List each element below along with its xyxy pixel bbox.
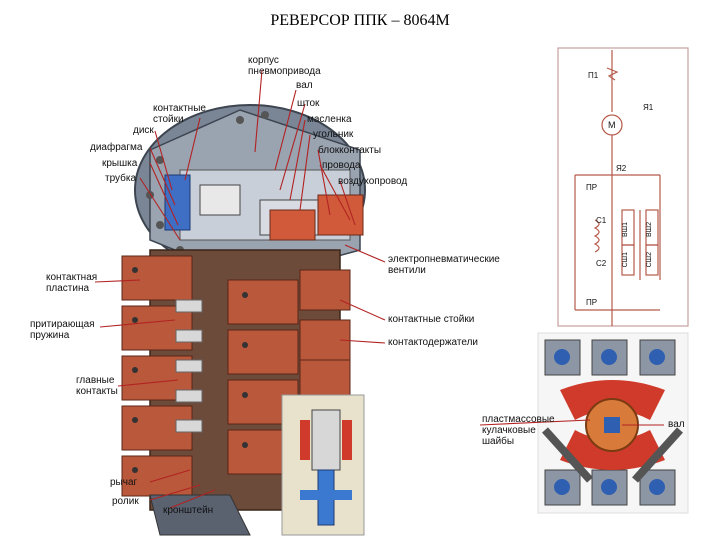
label-prizhimayushchaya: притирающая пружина [30,319,95,341]
label-maslenka: масленка [307,114,352,125]
label-rolik: ролик [112,496,139,507]
schematic-label-pr-bottom: ПР [586,298,598,307]
leader-lines [94,69,664,509]
label-val-top: вал [296,80,313,91]
page-title: РЕВЕРСОР ППК – 8064М [270,12,450,29]
label-kontaktoderzhateli: контактодержатели [388,337,479,348]
label-elektropnevm: электропневматические вентили [388,254,500,276]
label-shtok: шток [297,98,320,109]
label-korpus: корпус пневмопривода [248,55,321,77]
label-plastmassovye: пластмассовые кулачковые шайбы [482,414,555,447]
label-kontaktnaya-plastina: контактная пластина [46,272,98,294]
label-ugolnik: угольник [313,129,354,140]
schematic-label-s1: С1 [596,216,607,225]
label-provoda: провода [322,160,361,171]
schematic-label-vsh2: ВШ2 [646,222,653,237]
label-rychag: рычаг [110,477,138,488]
electrical-schematic [557,47,689,327]
schematic-label-sh1: СШ1 [622,252,629,268]
label-kronshtein: кронштейн [163,505,214,516]
label-blokkontakty: блокконтакты [318,145,382,156]
cam-washer-detail [537,332,689,514]
schematic-label-m: М [608,120,616,130]
schematic-label-s2: С2 [596,259,607,268]
label-disk: диск [133,125,154,136]
schematic-label-p1: П1 [588,71,599,80]
schematic-label-ya1: Я1 [643,103,654,112]
schematic-label-ya2: Я2 [616,164,627,173]
contact-column [121,249,351,536]
schematic-label-sh2: СШ2 [646,252,653,268]
label-kryshka: крышка [102,158,138,169]
schematic-label-vsh1: ВШ1 [622,222,629,237]
label-glavnye-kontakty: главные контакты [76,375,118,397]
label-kontaktnye-stoiki-mid: контактные стойки [388,314,475,325]
label-vozdukhoprovod: воздухопровод [338,176,408,187]
label-kontaktnye-stoiki-top: контактные стойки [153,103,206,125]
label-trubka: трубка [105,173,137,184]
schematic-label-pr-top: ПР [586,183,598,192]
label-diafragma: диафрагма [90,142,143,153]
label-val-right: вал [668,419,685,430]
valve-cutaway-inset [281,394,365,536]
